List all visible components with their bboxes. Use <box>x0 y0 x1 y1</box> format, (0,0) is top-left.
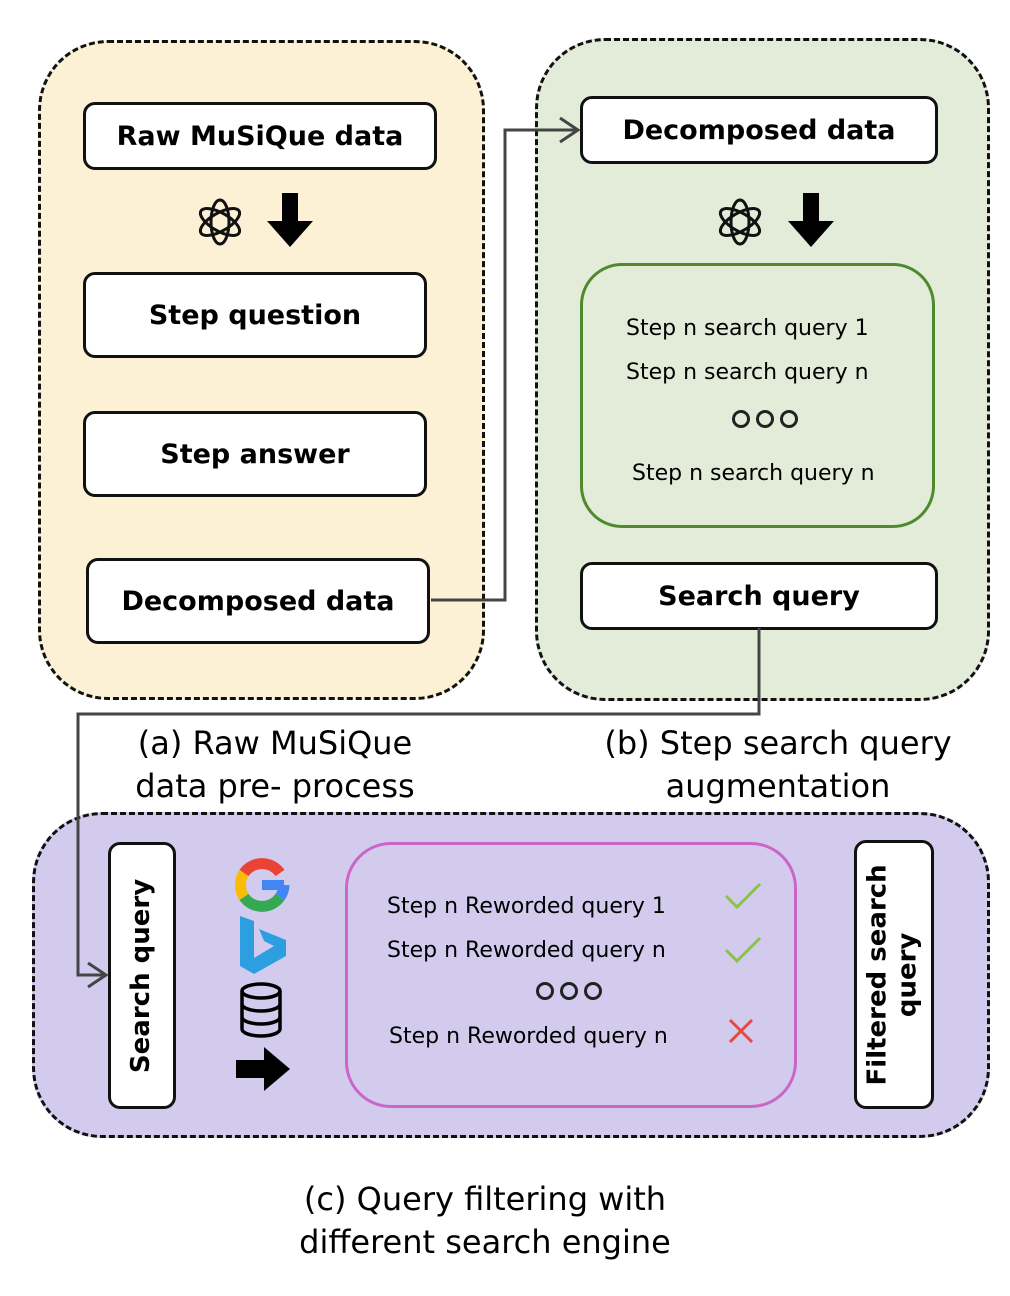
down-arrow-icon <box>788 193 834 247</box>
decomposed-data-box-b: Decomposed data <box>580 96 938 164</box>
caption-a: (a) Raw MuSiQue data pre- process <box>135 724 415 806</box>
step-question-box: Step question <box>83 272 427 358</box>
connector-b-to-c <box>76 628 761 977</box>
reworded-query-list-box <box>345 842 797 1108</box>
search-query-box-c: Search query <box>108 842 176 1109</box>
panel-c <box>32 812 990 1138</box>
step-answer-box: Step answer <box>83 411 427 497</box>
ellipsis-icon <box>732 410 798 428</box>
search-query-item: Step n search query n <box>626 360 869 385</box>
reworded-query-item: Step n Reworded query 1 <box>387 894 666 919</box>
down-arrow-icon <box>267 193 313 247</box>
caption-c: (c) Query filtering with different searc… <box>299 1180 671 1262</box>
openai-logo-icon <box>198 198 242 246</box>
check-icon <box>724 882 762 910</box>
filtered-search-query-box: Filtered search query <box>854 840 934 1109</box>
openai-logo-icon <box>718 198 762 246</box>
cross-icon <box>728 1018 754 1044</box>
right-arrow-icon <box>236 1047 290 1091</box>
bing-logo-icon <box>240 916 286 974</box>
check-icon <box>724 936 762 964</box>
arrowhead <box>87 961 109 989</box>
arrowhead <box>559 116 581 144</box>
search-query-item: Step n search query 1 <box>626 316 869 341</box>
reworded-query-item: Step n Reworded query n <box>387 938 666 963</box>
connector-a-to-b <box>431 128 575 602</box>
search-query-item: Step n search query n <box>632 461 875 486</box>
search-query-box-b: Search query <box>580 562 938 630</box>
google-logo-icon <box>235 858 290 912</box>
caption-b: (b) Step search query augmentation <box>604 724 952 806</box>
database-icon <box>240 982 282 1038</box>
ellipsis-icon <box>536 982 602 1000</box>
search-query-list-box <box>580 263 935 528</box>
decomposed-data-box-a: Decomposed data <box>86 558 430 644</box>
reworded-query-item: Step n Reworded query n <box>389 1024 668 1049</box>
raw-musique-data-box: Raw MuSiQue data <box>83 102 437 170</box>
